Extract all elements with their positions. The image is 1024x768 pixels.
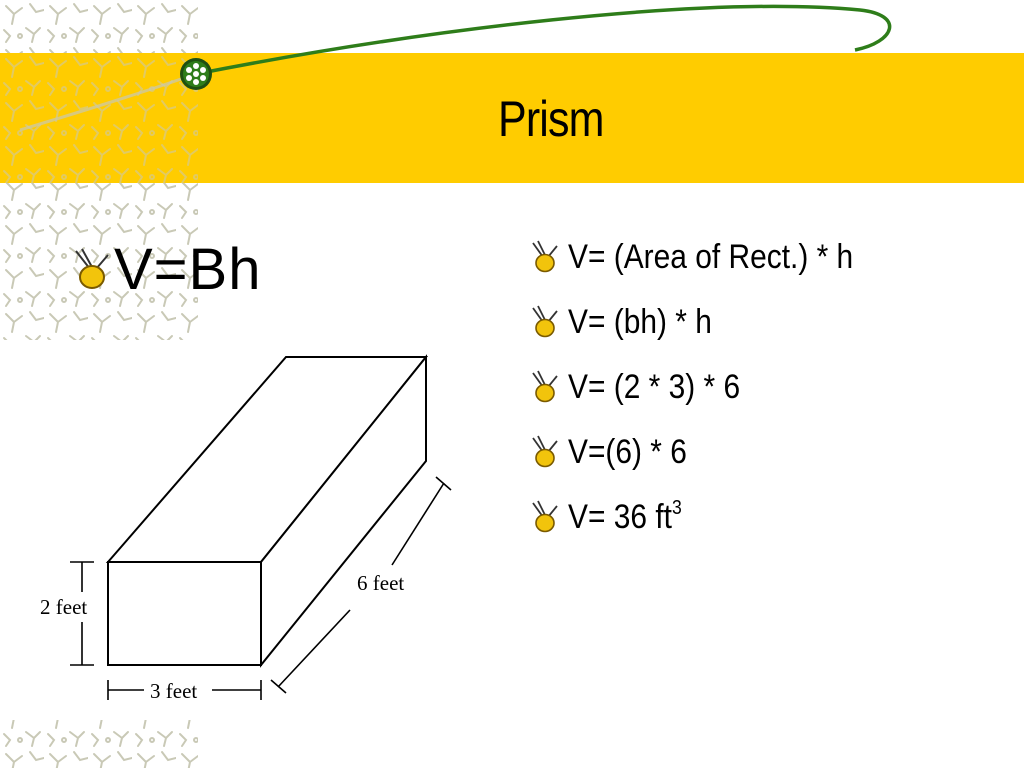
slide-title: Prism [498,91,604,147]
bee-bullet-icon [532,305,558,338]
step-superscript: 3 [671,497,682,519]
step-item: V= (Area of Rect.) * h [530,234,1010,280]
height-label: 2 feet [40,595,87,619]
step-text: V= (Area of Rect.) * h [568,237,854,276]
bee-bullet-icon [532,500,558,533]
step-item: V= (2 * 3) * 6 [530,364,1010,410]
prism-front-face [107,561,262,666]
length-label: 6 feet [357,571,404,595]
flower-ornament-icon [180,58,212,90]
step-text: V=(6) * 6 [568,432,687,471]
step-text: V= (2 * 3) * 6 [568,367,741,406]
calculation-steps: V= (Area of Rect.) * h V= (bh) * h V= (2… [530,234,1010,559]
step-text: V= 36 ft3 [568,497,682,537]
main-formula-text: V=Bh [114,236,262,302]
prism-figure: 2 feet 3 feet 6 feet [0,340,452,720]
pattern-over-band [0,53,198,183]
bee-bullet-icon [532,370,558,403]
step-text: V= (bh) * h [568,302,712,341]
swoosh-decoration [19,4,892,132]
step-item: V= (bh) * h [530,299,1010,345]
bee-bullet-icon [532,435,558,468]
width-label: 3 feet [150,679,197,703]
main-formula: V=Bh [72,234,262,304]
bee-bullet-icon [75,248,109,289]
step-item: V= 36 ft3 [530,494,1010,540]
bee-bullet-icon [532,240,558,273]
step-text-base: V= 36 ft [568,498,672,536]
step-item: V=(6) * 6 [530,429,1010,475]
